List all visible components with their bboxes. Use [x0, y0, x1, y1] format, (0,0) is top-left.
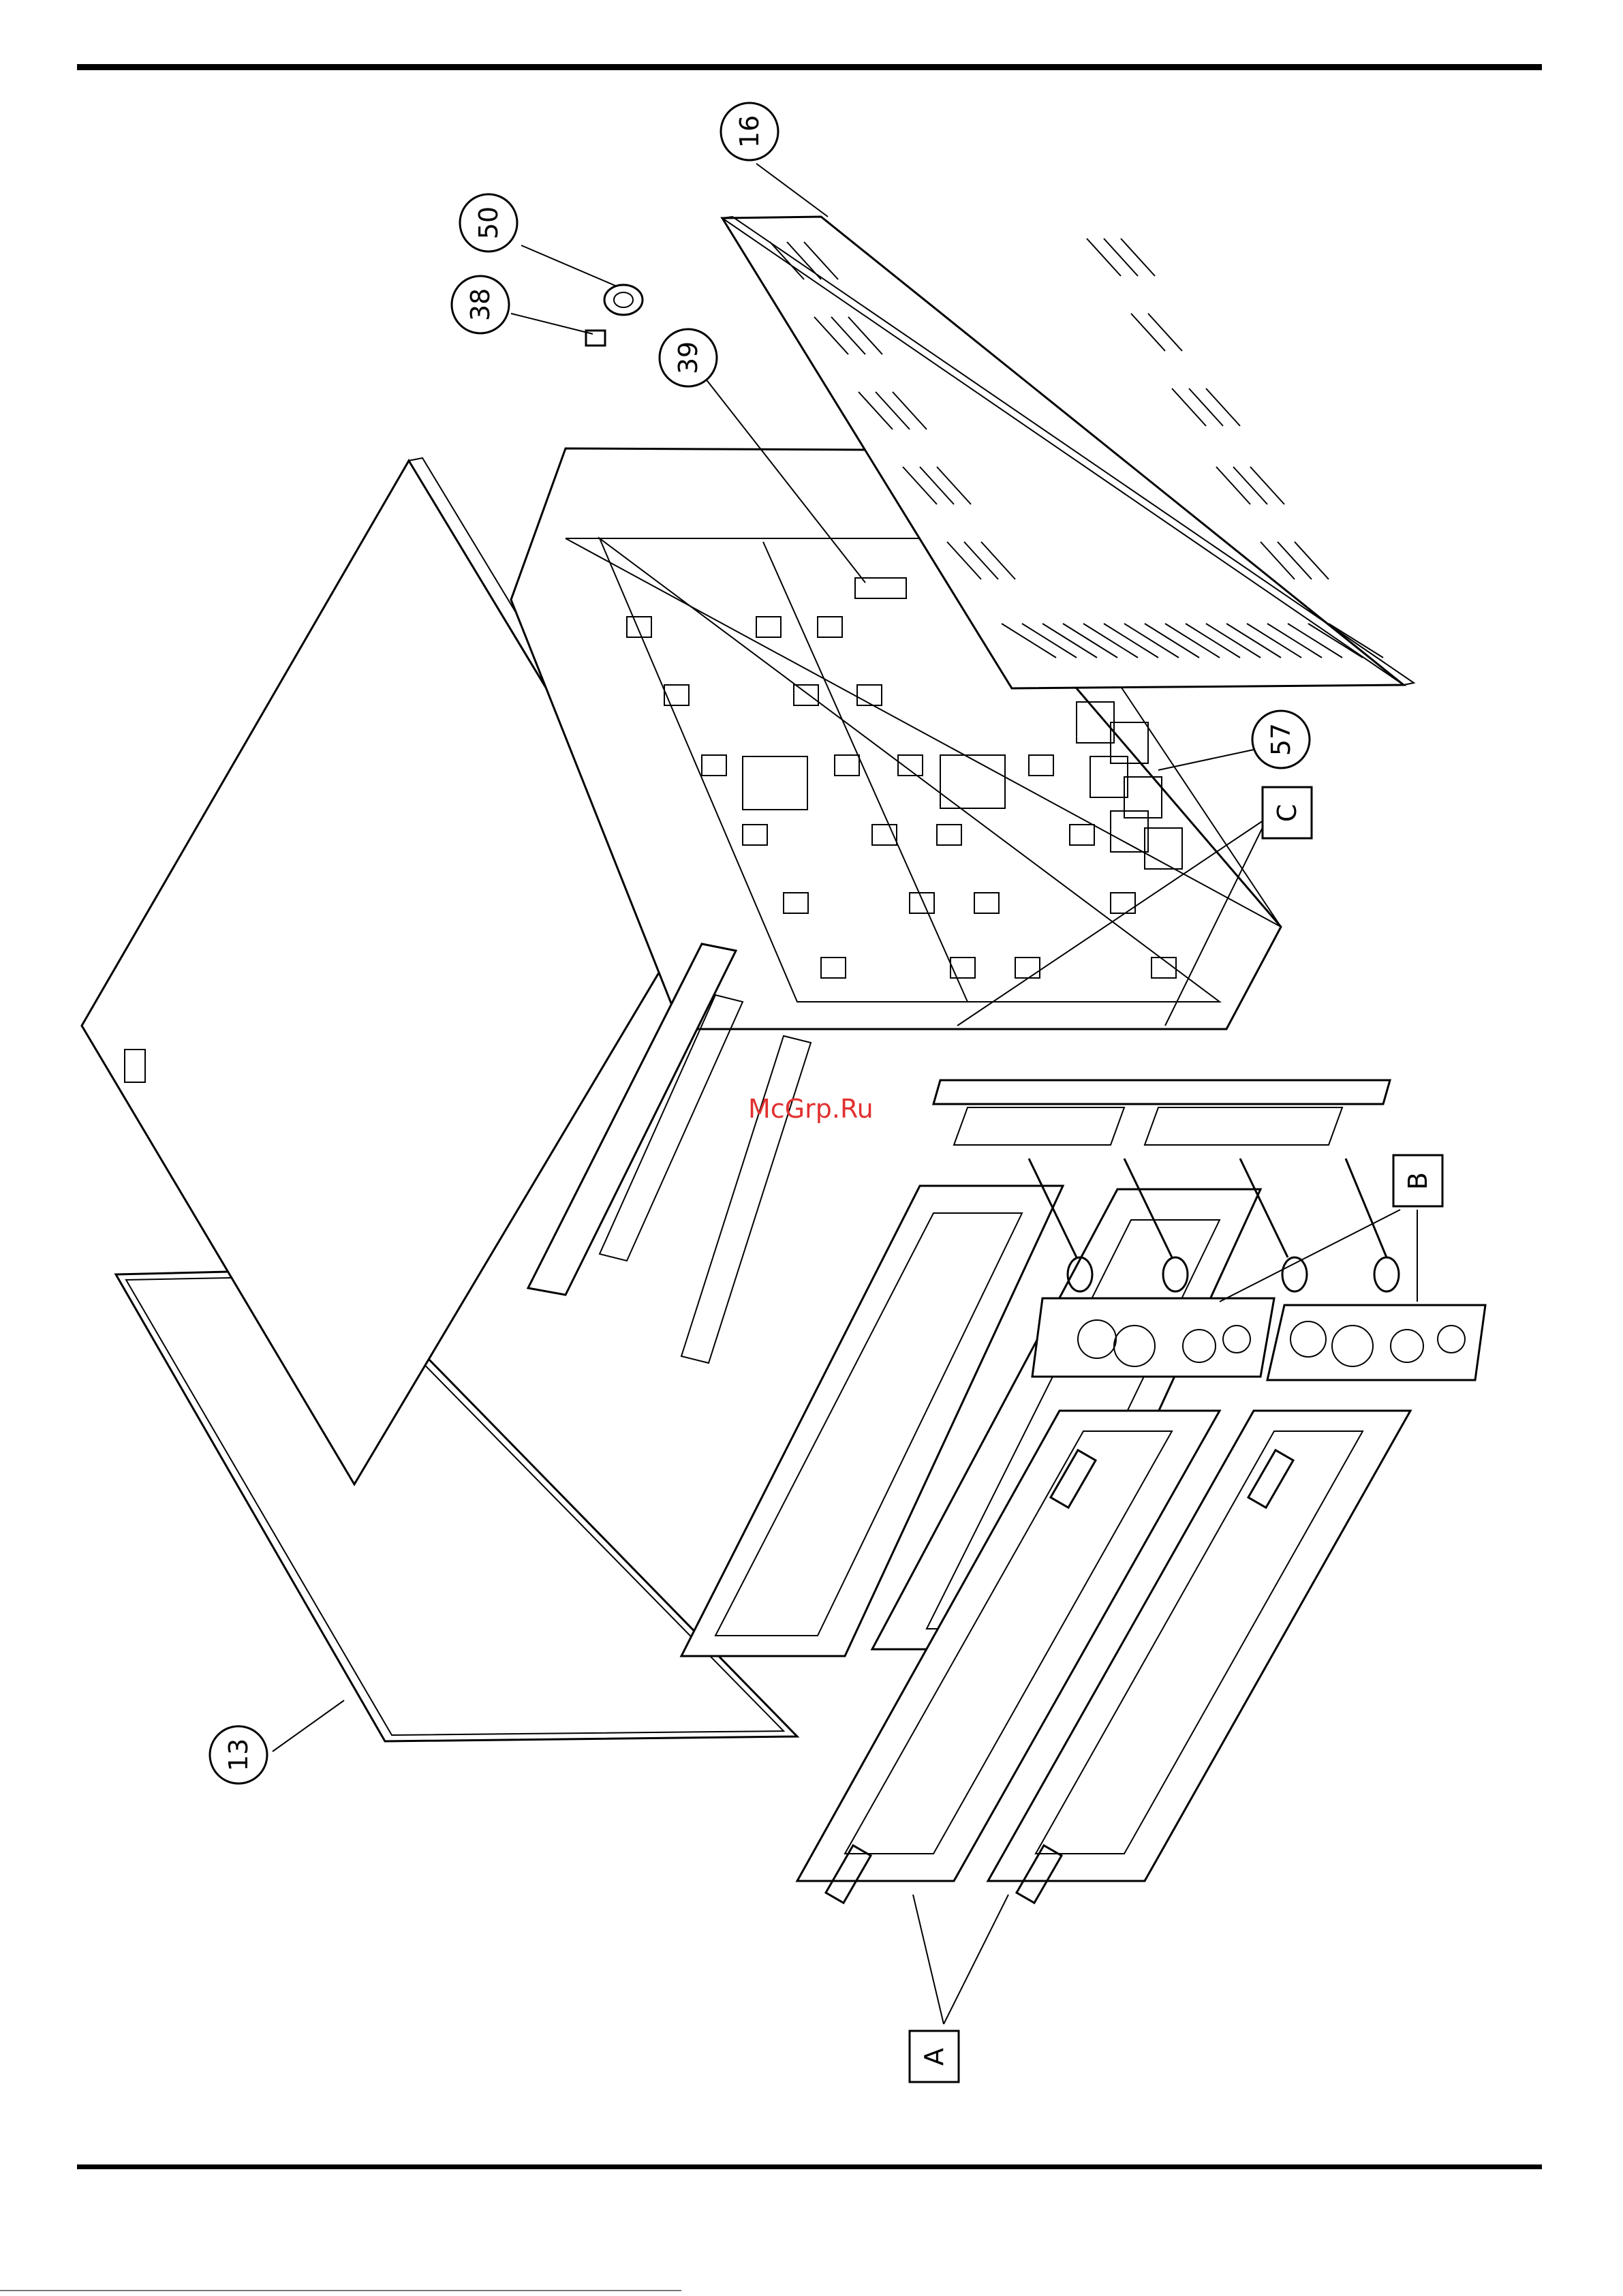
svg-text:13: 13	[223, 1739, 253, 1771]
svg-text:16: 16	[735, 115, 764, 148]
svg-text:39: 39	[673, 341, 703, 374]
callout-c: C	[1263, 787, 1312, 838]
svg-text:C: C	[1272, 804, 1302, 823]
callout-13: 13	[210, 1726, 267, 1784]
watermark: McGrp.Ru	[748, 1094, 874, 1124]
callout-57: 57	[1252, 711, 1310, 768]
svg-text:50: 50	[474, 206, 504, 239]
side-panel-13	[116, 1269, 797, 1741]
callout-38: 38	[452, 276, 509, 333]
svg-text:B: B	[1403, 1172, 1433, 1190]
cable-gland-50	[604, 285, 643, 315]
callout-16: 16	[721, 103, 778, 160]
svg-text:A: A	[919, 2048, 949, 2066]
callout-a: A	[910, 2031, 959, 2082]
svg-text:57: 57	[1266, 723, 1296, 756]
callout-b: B	[1393, 1155, 1442, 1206]
callout-39: 39	[660, 329, 717, 386]
callout-50: 50	[460, 194, 517, 251]
svg-text:38: 38	[465, 288, 495, 321]
